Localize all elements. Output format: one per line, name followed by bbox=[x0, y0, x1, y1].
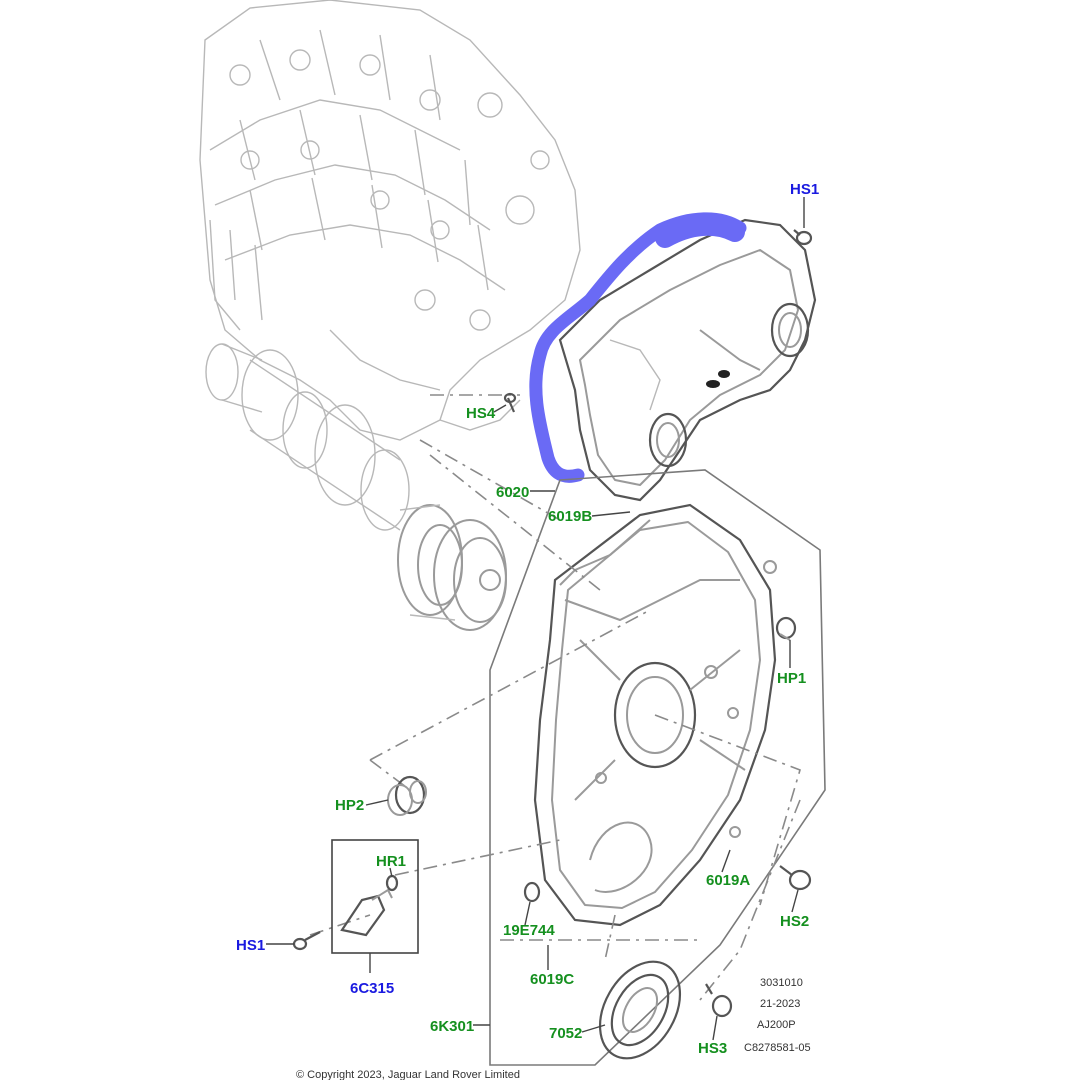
callout-6019c: 6019C bbox=[530, 971, 574, 988]
callout-hp2: HP2 bbox=[335, 797, 364, 814]
sensor-6c315-drawing bbox=[292, 874, 399, 951]
callout-hp1: HP1 bbox=[777, 670, 806, 687]
callout-hs1-left: HS1 bbox=[236, 937, 265, 954]
callout-6k301: 6K301 bbox=[430, 1018, 474, 1035]
callout-hs4: HS4 bbox=[466, 405, 496, 422]
front-timing-cover-drawing bbox=[533, 503, 777, 927]
callout-6c315: 6C315 bbox=[350, 980, 394, 997]
callout-7052: 7052 bbox=[549, 1025, 582, 1042]
alignment-lines bbox=[309, 394, 801, 1001]
reference-line-2: 21-2023 bbox=[760, 998, 800, 1010]
callout-hs1-top: HS1 bbox=[790, 181, 819, 198]
reference-line-1: 3031010 bbox=[760, 977, 803, 989]
sensor-box bbox=[331, 839, 419, 954]
hp2-plug-drawing bbox=[387, 775, 427, 816]
19e744-bolt-drawing bbox=[523, 881, 541, 903]
callout-hr1: HR1 bbox=[376, 853, 406, 870]
crankshaft-drawing bbox=[205, 343, 507, 631]
hs1-top-bolt-drawing bbox=[793, 229, 813, 246]
callout-6019b: 6019B bbox=[548, 508, 592, 525]
gasket-highlight-inner bbox=[655, 215, 745, 248]
callout-19e744: 19E744 bbox=[503, 922, 555, 939]
callout-hs3: HS3 bbox=[698, 1040, 727, 1057]
hs3-bolt-drawing bbox=[705, 983, 733, 1018]
gasket-highlight bbox=[529, 212, 747, 483]
callout-6019a: 6019A bbox=[706, 872, 750, 889]
assembly-group-outline bbox=[489, 469, 826, 1066]
copyright-notice: © Copyright 2023, Jaguar Land Rover Limi… bbox=[296, 1069, 520, 1080]
hs2-bolt-drawing bbox=[779, 865, 812, 891]
callout-hs2: HS2 bbox=[780, 913, 809, 930]
engine-block-drawing bbox=[199, 0, 581, 441]
reference-block: 3031010 21-2023 AJ200P C8278581-05 bbox=[744, 977, 811, 1054]
reference-line-4: C8278581-05 bbox=[744, 1042, 811, 1054]
oil-seal-7052-drawing bbox=[598, 960, 682, 1060]
callout-labels: HS1 HS4 6020 6019B HP1 HP2 HR1 HS1 6C315… bbox=[236, 181, 819, 1057]
upper-timing-cover-drawing bbox=[558, 218, 817, 502]
hp1-plug-drawing bbox=[775, 616, 797, 641]
hs4-bolt-drawing bbox=[503, 392, 517, 413]
reference-line-3: AJ200P bbox=[757, 1019, 796, 1031]
callout-6020: 6020 bbox=[496, 484, 529, 501]
leader-lines bbox=[266, 197, 805, 1041]
